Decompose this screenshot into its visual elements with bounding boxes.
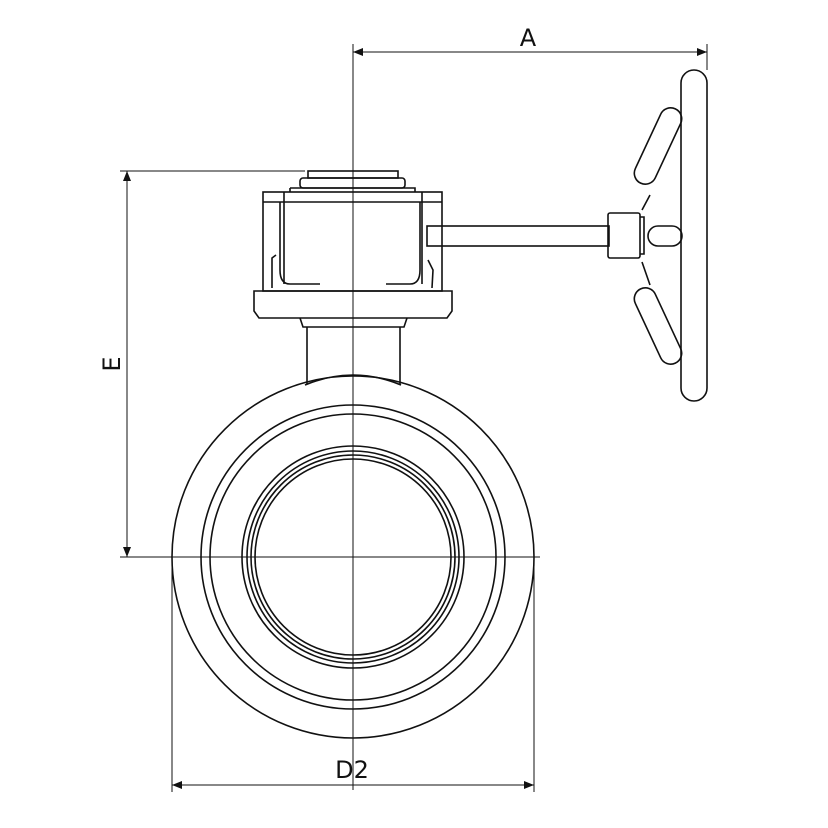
handwheel-rim bbox=[680, 69, 708, 402]
gearbox bbox=[253, 170, 453, 319]
dimension-label-a: A bbox=[520, 24, 537, 52]
valve-neck bbox=[299, 317, 408, 386]
dimension-a bbox=[353, 44, 708, 70]
dimension-label-e: E bbox=[98, 356, 126, 371]
dimension-label-d2: D2 bbox=[335, 756, 369, 784]
dimension-e bbox=[120, 170, 305, 558]
centerlines bbox=[165, 44, 540, 790]
dimension-d2 bbox=[171, 560, 535, 792]
valve-body bbox=[171, 375, 535, 739]
handwheel-assembly bbox=[426, 69, 708, 402]
